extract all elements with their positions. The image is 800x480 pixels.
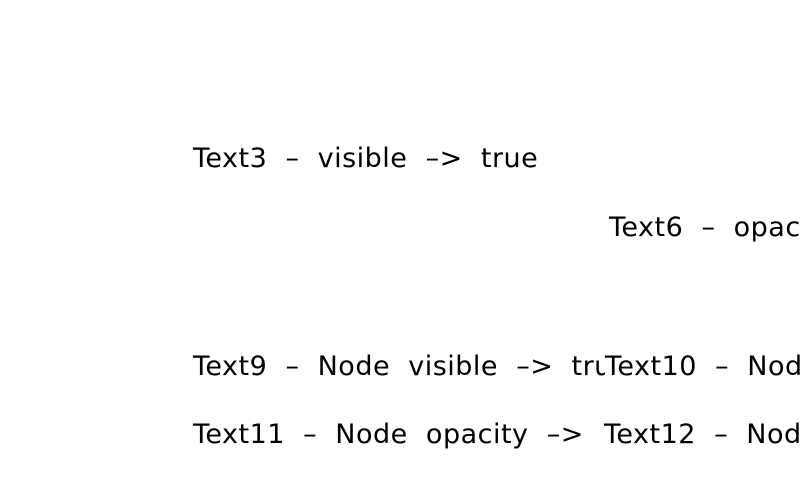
text10-label: Text10 – Node visible –> false bbox=[605, 353, 800, 380]
text6-label: Text6 – opacity –> 0.5 bbox=[609, 214, 800, 241]
text11-label: Text11 – Node opacity –> (0.5) bbox=[193, 419, 669, 450]
text3-label: Text3 – visible –> true bbox=[193, 143, 539, 174]
text9-label: Text9 – Node visible –> true bbox=[193, 351, 629, 382]
text12-label: Text12 – Node opacity –> (1.0) bbox=[604, 421, 800, 448]
